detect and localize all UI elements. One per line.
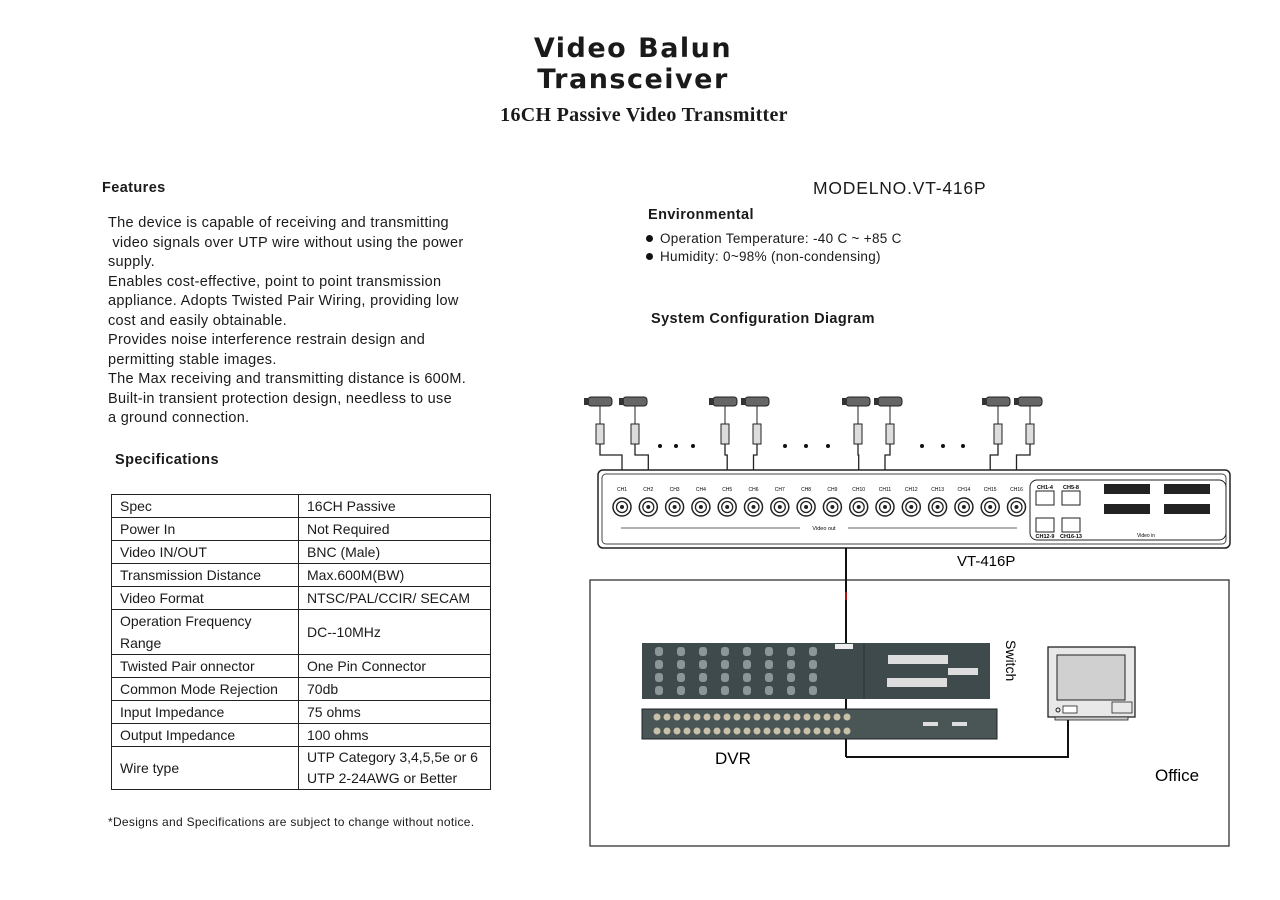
channel-label: CH15 [984, 487, 997, 493]
channel-label: CH1 [617, 487, 627, 493]
title-line1: Video Balun [533, 33, 733, 64]
features-line: cost and easily obtainable. [108, 312, 287, 329]
rj45-port [1035, 517, 1055, 533]
spec-value-line: UTP Category 3,4,5,5e or 6 [307, 749, 478, 765]
camera-icon [584, 396, 623, 498]
ellipsis-dot [941, 444, 945, 448]
channel-label: CH3 [670, 487, 680, 493]
features-heading: Features [102, 180, 166, 196]
rj45-port [1035, 490, 1055, 506]
spec-label: Spec [111, 494, 299, 518]
rj45-label: CH5-8 [1063, 485, 1079, 491]
spec-value: BNC (Male) [298, 540, 491, 564]
office-label: Office [1155, 766, 1199, 785]
features-line: permitting stable images. [108, 351, 277, 368]
video-in-label: Video in [1137, 533, 1155, 539]
features-line: appliance. Adopts Twisted Pair Wiring, p… [108, 293, 459, 309]
device-label: VT-416P [957, 553, 1015, 570]
features-line: Provides noise interference restrain des… [108, 332, 426, 348]
terminal-block [1104, 504, 1150, 514]
features-line: Enables cost-effective, point to point t… [108, 273, 442, 290]
ellipsis-dot [826, 444, 830, 448]
channel-label: CH7 [775, 487, 785, 493]
rj45-label: CH16-13 [1060, 534, 1082, 540]
ellipsis-dot [674, 444, 678, 448]
dvr-label: DVR [715, 749, 751, 768]
rj45-label: CH12-9 [1036, 534, 1055, 540]
spec-label: Twisted Pair onnector [111, 654, 299, 678]
diagram-heading: System Configuration Diagram [651, 311, 875, 327]
channel-label: CH14 [958, 487, 971, 493]
monitor-icon [1047, 646, 1136, 721]
terminal-block [1164, 504, 1210, 514]
channel-label: CH12 [905, 487, 918, 493]
features-line: The device is capable of receiving and t… [108, 215, 449, 231]
channel-label: CH11 [879, 487, 892, 493]
office-area [589, 579, 1230, 847]
channel-label: CH5 [722, 487, 732, 493]
features-line: a ground connection. [108, 410, 250, 426]
ellipsis-dot [658, 444, 662, 448]
terminal-block [1104, 484, 1150, 494]
environmental-item: Operation Temperature: -40 C ~ +85 C [646, 231, 902, 246]
subtitle: 16CH Passive Video Transmitter [500, 104, 788, 126]
ellipsis-dot [691, 444, 695, 448]
spec-label: Video Format [111, 586, 299, 610]
channel-label: CH6 [748, 487, 758, 493]
rj45-port [1061, 517, 1081, 533]
rj45-label: CH1-4 [1037, 485, 1054, 491]
channel-label: CH13 [931, 487, 944, 493]
bnc-connectors: CH1 CH2 CH3 CH4 CH5 CH6 CH7 CH8 CH9 CH10 CH11 CH12 C… [612, 487, 1027, 517]
spec-value: 100 ohms [298, 723, 491, 747]
ellipsis-dot [920, 444, 924, 448]
spec-value: UTP Category 3,4,5,5e or 6 UTP 2-24AWG or… [298, 746, 491, 790]
title-line2: Transceiver [537, 64, 729, 95]
spec-value: DC--10MHz [298, 609, 491, 655]
footnote: *Designs and Specifications are subject … [108, 815, 475, 829]
channel-label: CH10 [852, 487, 865, 493]
environmental-item: Humidity: 0~98% (non-condensing) [646, 249, 881, 264]
terminal-block [1164, 484, 1210, 494]
switch-label: Switch [1003, 640, 1019, 681]
environmental-heading: Environmental [648, 207, 754, 223]
video-out-label: Video out [812, 526, 836, 532]
spec-label: Input Impedance [111, 700, 299, 724]
channel-label: CH4 [696, 487, 706, 493]
rj45-port [1061, 490, 1081, 506]
channel-label: CH9 [827, 487, 837, 493]
camera-icon [741, 396, 770, 498]
terminal-blocks [1104, 484, 1210, 514]
switch-device [642, 643, 990, 699]
ellipsis-dot [804, 444, 808, 448]
camera-icon [709, 396, 738, 498]
spec-value-line: UTP 2-24AWG or Better [307, 770, 458, 786]
channel-label: CH16 [1010, 487, 1023, 493]
features-line: supply. [108, 254, 155, 270]
features-line: Built-in transient protection design, ne… [108, 390, 452, 407]
dvr-device [641, 708, 998, 740]
cable-to-monitor [846, 719, 1069, 758]
ellipsis-dot [961, 444, 965, 448]
spec-label: Video IN/OUT [111, 540, 299, 564]
ellipsis-dot [783, 444, 787, 448]
model-number: MODELNO.VT-416P [813, 178, 987, 198]
features-line: The Max receiving and transmitting dista… [108, 371, 467, 387]
features-text: The device is capable of receiving and t… [108, 214, 508, 429]
channel-label: CH2 [643, 487, 653, 493]
spec-value: 70db [298, 677, 491, 701]
channel-label: CH8 [801, 487, 811, 493]
specifications-heading: Specifications [115, 452, 219, 468]
features-line: video signals over UTP wire without usin… [108, 234, 464, 251]
video-in-panel [1029, 479, 1227, 541]
